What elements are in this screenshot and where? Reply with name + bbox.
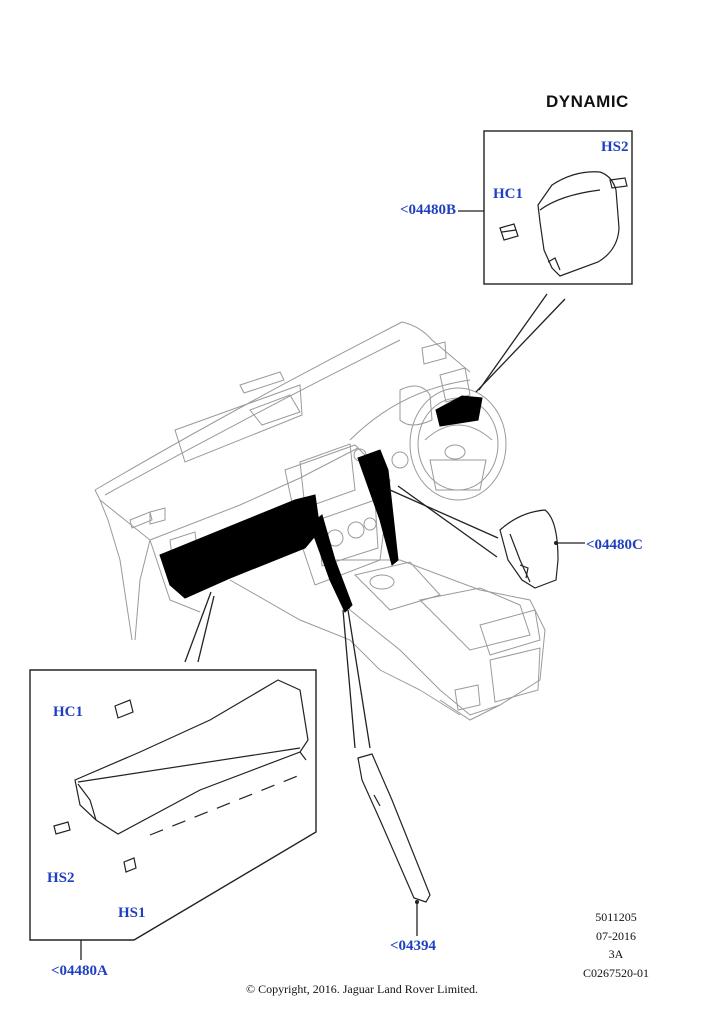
reference-number: 5011205 (595, 910, 637, 924)
callout-hc1-box-b[interactable]: HC1 (493, 186, 523, 202)
dashboard-lower-edge (99, 499, 201, 613)
copyright-notice: © Copyright, 2016. Jaguar Land Rover Lim… (245, 982, 479, 996)
center-console-outline (329, 559, 546, 716)
callout-04480b[interactable]: <04480B (400, 202, 457, 218)
steering-column-upper-shroud (537, 171, 620, 277)
callout-04480a[interactable]: <04480A (51, 963, 108, 979)
glovebox-highlight (159, 494, 321, 599)
steering-column-lower-shroud (499, 509, 559, 589)
center-console-side-trim (357, 753, 431, 903)
reference-date: 07-2016 (596, 928, 636, 943)
drawing-reference-block: 5011205 07-2016 3A C0267520-01 (574, 908, 658, 982)
variant-title: DYNAMIC (546, 92, 629, 111)
reference-drawing-id: C0267520-01 (583, 965, 649, 980)
center-console-side-trim-highlight (309, 514, 353, 613)
lower-dash-panel-highlight (357, 449, 399, 566)
callout-hs1-box-a[interactable]: HS1 (118, 905, 146, 921)
callout-hs2-box-a[interactable]: HS2 (47, 870, 75, 886)
reference-revision: 3A (608, 947, 624, 961)
inset-box-04480b (483, 130, 633, 285)
callout-hs2-box-b[interactable]: HS2 (601, 139, 629, 155)
callout-04394[interactable]: <04394 (390, 938, 437, 954)
callout-hc1-box-a[interactable]: HC1 (53, 704, 83, 720)
callout-04480c[interactable]: <04480C (586, 537, 643, 553)
steering-column-shroud-highlight (435, 395, 483, 427)
steering-wheel-rim (409, 387, 507, 501)
dashboard-top-edge (94, 321, 471, 491)
glove-compartment-assembly (74, 679, 309, 835)
